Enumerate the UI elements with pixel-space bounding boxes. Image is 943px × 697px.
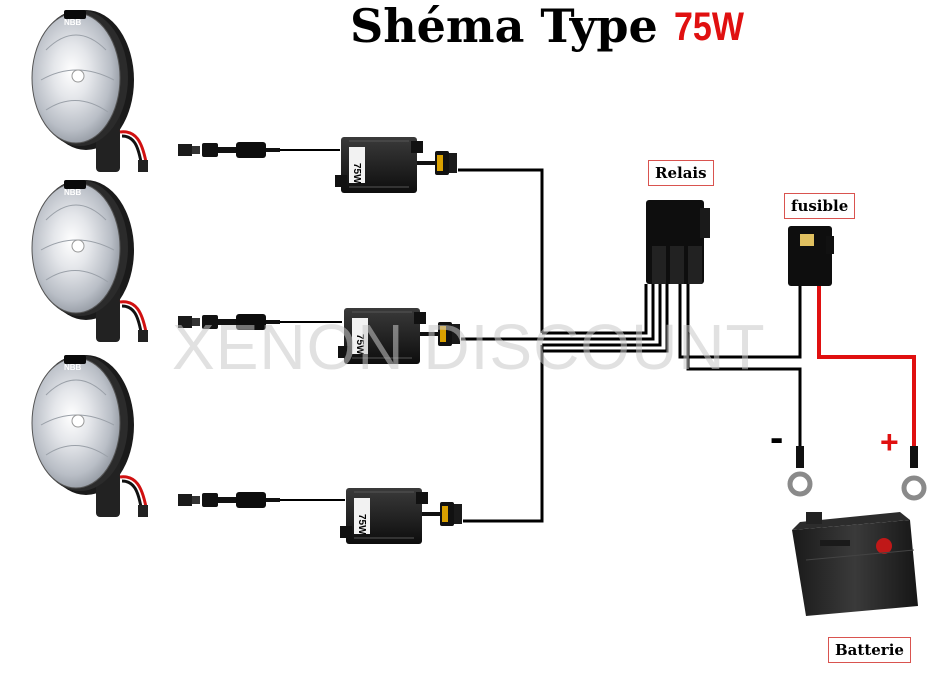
diagram-title: Shéma Type xyxy=(350,0,658,53)
lamp-2-brand: NBB xyxy=(64,188,82,197)
relay-label: Relais xyxy=(648,160,714,186)
diagram-title-wattage: 75W xyxy=(674,5,744,49)
positive-sign: + xyxy=(880,424,899,460)
ballast-2-label: 75W xyxy=(354,334,365,355)
relay xyxy=(646,200,710,284)
lamp-1-brand: NBB xyxy=(64,18,82,27)
lamp-2-connector xyxy=(176,312,282,332)
lamp-1-connector xyxy=(176,140,282,160)
negative-sign: - xyxy=(770,416,784,460)
lamp-2 xyxy=(30,178,150,344)
lamp-3-connector xyxy=(176,490,282,510)
battery-label: Batterie xyxy=(828,637,911,663)
lamp-1 xyxy=(30,8,150,174)
wire-harness xyxy=(458,168,802,523)
wire-positive xyxy=(817,284,916,448)
positive-ring-terminal xyxy=(901,446,927,501)
ballast-1-label: 75W xyxy=(351,163,362,184)
fuse-holder xyxy=(788,226,834,286)
negative-ring-terminal xyxy=(787,446,813,497)
lamp-3-brand: NBB xyxy=(64,363,82,372)
battery xyxy=(792,512,918,616)
fuse-label: fusible xyxy=(784,193,856,219)
lamp-3 xyxy=(30,353,150,519)
ballast-3-label: 75W xyxy=(356,514,367,535)
